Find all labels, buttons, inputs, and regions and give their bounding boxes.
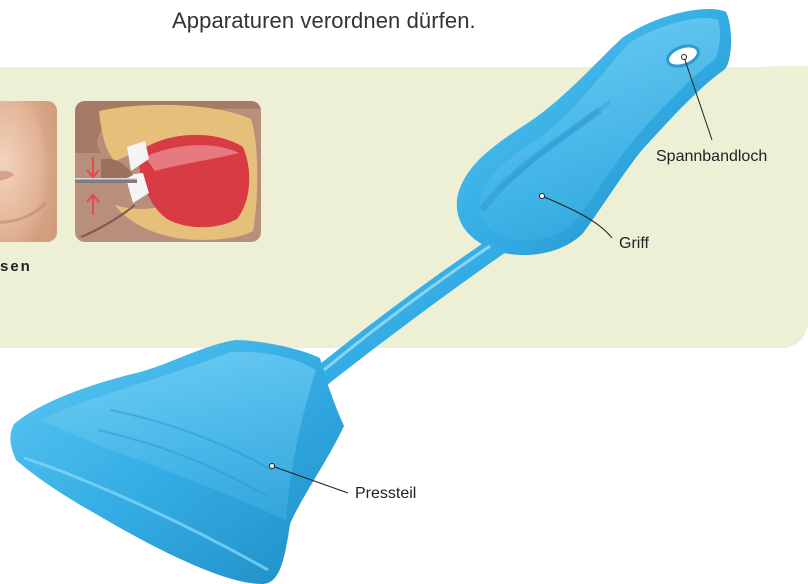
label-press: Pressteil: [355, 485, 416, 503]
leader-grip: [540, 194, 613, 239]
leader-press: [270, 464, 349, 494]
leader-hole: [682, 55, 713, 141]
label-hole: Spannbandloch: [656, 148, 767, 166]
label-grip: Griff: [619, 235, 649, 253]
